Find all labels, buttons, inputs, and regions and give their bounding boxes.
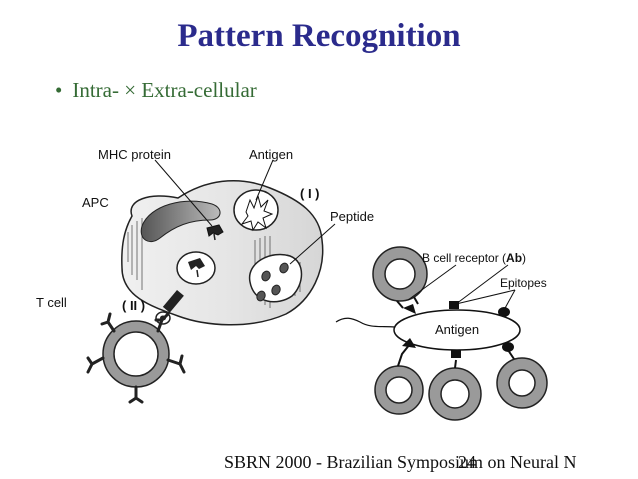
label-mhc-protein: MHC protein [98, 147, 171, 162]
label-b-cell-receptor-ab: Ab [506, 251, 522, 265]
antigen-tail [335, 317, 396, 328]
slide-title: Pattern Recognition [177, 18, 461, 54]
label-b-cell-receptor-prefix: B cell receptor ( [422, 251, 506, 265]
label-antigen-center: Antigen [435, 322, 479, 337]
slide-footer: SBRN 2000 - Brazilian Symposium on Neura… [224, 452, 577, 472]
peptide-vesicle [248, 253, 303, 303]
label-peptide: Peptide [330, 209, 374, 224]
label-apc: APC [82, 195, 109, 210]
b-cell-bottom-left [374, 365, 424, 415]
leader-lines [154, 159, 336, 265]
bullet-marker: • [55, 78, 63, 102]
mhc-protein-marker [206, 224, 224, 241]
b-cell-bottom-center [428, 367, 482, 421]
label-b-cell-receptor: B cell receptor (Ab) [422, 251, 526, 265]
label-t-cell: T cell [36, 295, 67, 310]
label-class-i: ( I ) [300, 186, 320, 201]
label-epitopes: Epitopes [500, 276, 547, 290]
epitopes [402, 301, 514, 358]
page-number: 24 [458, 452, 476, 472]
t-cell [86, 312, 186, 404]
label-class-ii: ( II ) [122, 298, 145, 313]
b-cell-bottom-right [496, 357, 548, 409]
label-antigen-top: Antigen [249, 147, 293, 162]
mhc-class-i-vesicle [233, 189, 279, 232]
apc-cell [121, 179, 324, 326]
b-cell-receptors [396, 296, 515, 369]
inner-vesicle [176, 251, 216, 285]
bullet-text: Intra- × Extra-cellular [72, 78, 257, 102]
label-b-cell-receptor-suffix: ) [522, 251, 526, 265]
b-cell-top [372, 246, 428, 302]
receptor-leader-lines [407, 264, 516, 311]
bullet-item: • Intra- × Extra-cellular [55, 78, 257, 103]
